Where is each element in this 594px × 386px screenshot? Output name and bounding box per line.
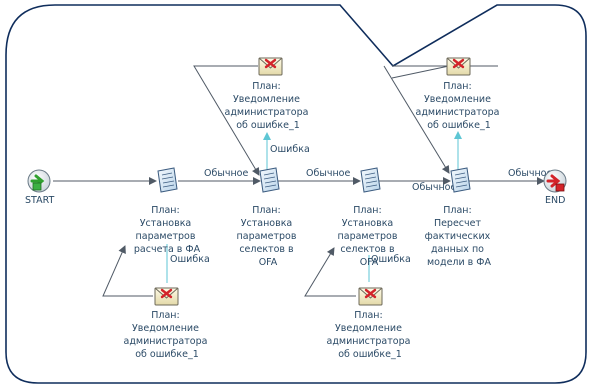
- task-node-3[interactable]: [360, 167, 381, 193]
- edge-label-error: Ошибка: [170, 254, 210, 265]
- task-node-1[interactable]: [157, 167, 178, 193]
- error-envelope-icon: [358, 287, 383, 306]
- document-icon: [450, 167, 471, 193]
- document-icon: [157, 167, 178, 193]
- task-label-1: План: Установка параметров расчета в ФА: [134, 205, 201, 255]
- notify-node-1[interactable]: [154, 287, 179, 306]
- start-label: START: [25, 195, 55, 206]
- notify-label-1: План: Уведомление администратора об ошиб…: [124, 310, 211, 360]
- notify-node-2[interactable]: [258, 57, 283, 76]
- edge-label-error: Ошибка: [371, 254, 411, 265]
- task-node-4[interactable]: [450, 167, 471, 193]
- edge-label-error: Ошибка: [270, 144, 310, 155]
- notify-node-4[interactable]: [446, 57, 471, 76]
- task-label-2: План: Установка параметров селектов в OF…: [237, 205, 300, 268]
- notify-label-2: План: Уведомление администратора об ошиб…: [225, 81, 312, 131]
- error-envelope-icon: [154, 287, 179, 306]
- edge-return-m4-n4: [383, 65, 450, 174]
- document-icon: [259, 167, 280, 193]
- end-label: END: [545, 195, 565, 206]
- edge-return-m2-n2: [193, 65, 260, 176]
- error-envelope-icon: [446, 57, 471, 76]
- notify-label-3: План: Уведомление администратора об ошиб…: [327, 310, 414, 360]
- edge-label-normal: Обычное: [306, 168, 350, 179]
- notify-label-4: План: Уведомление администратора об ошиб…: [416, 81, 503, 131]
- end-node[interactable]: [543, 169, 567, 193]
- start-node[interactable]: [27, 169, 51, 193]
- task-node-2[interactable]: [259, 167, 280, 193]
- process-boundary: [5, 4, 587, 384]
- edge-label-normal: Обычное: [508, 168, 552, 179]
- notch-separator: [391, 65, 450, 79]
- task-label-3: План: Установка параметров селектов в OF…: [338, 205, 401, 268]
- edge-label-normal: Обычное: [204, 168, 248, 179]
- document-icon: [360, 167, 381, 193]
- edge-label-normal: Обычное: [412, 182, 456, 193]
- notify-node-3[interactable]: [358, 287, 383, 306]
- error-envelope-icon: [258, 57, 283, 76]
- task-label-4: План: Пересчет фактических данных по мод…: [425, 205, 494, 268]
- edge-return-m3-n3: [304, 247, 356, 297]
- edge-return-m1-n1: [102, 245, 153, 297]
